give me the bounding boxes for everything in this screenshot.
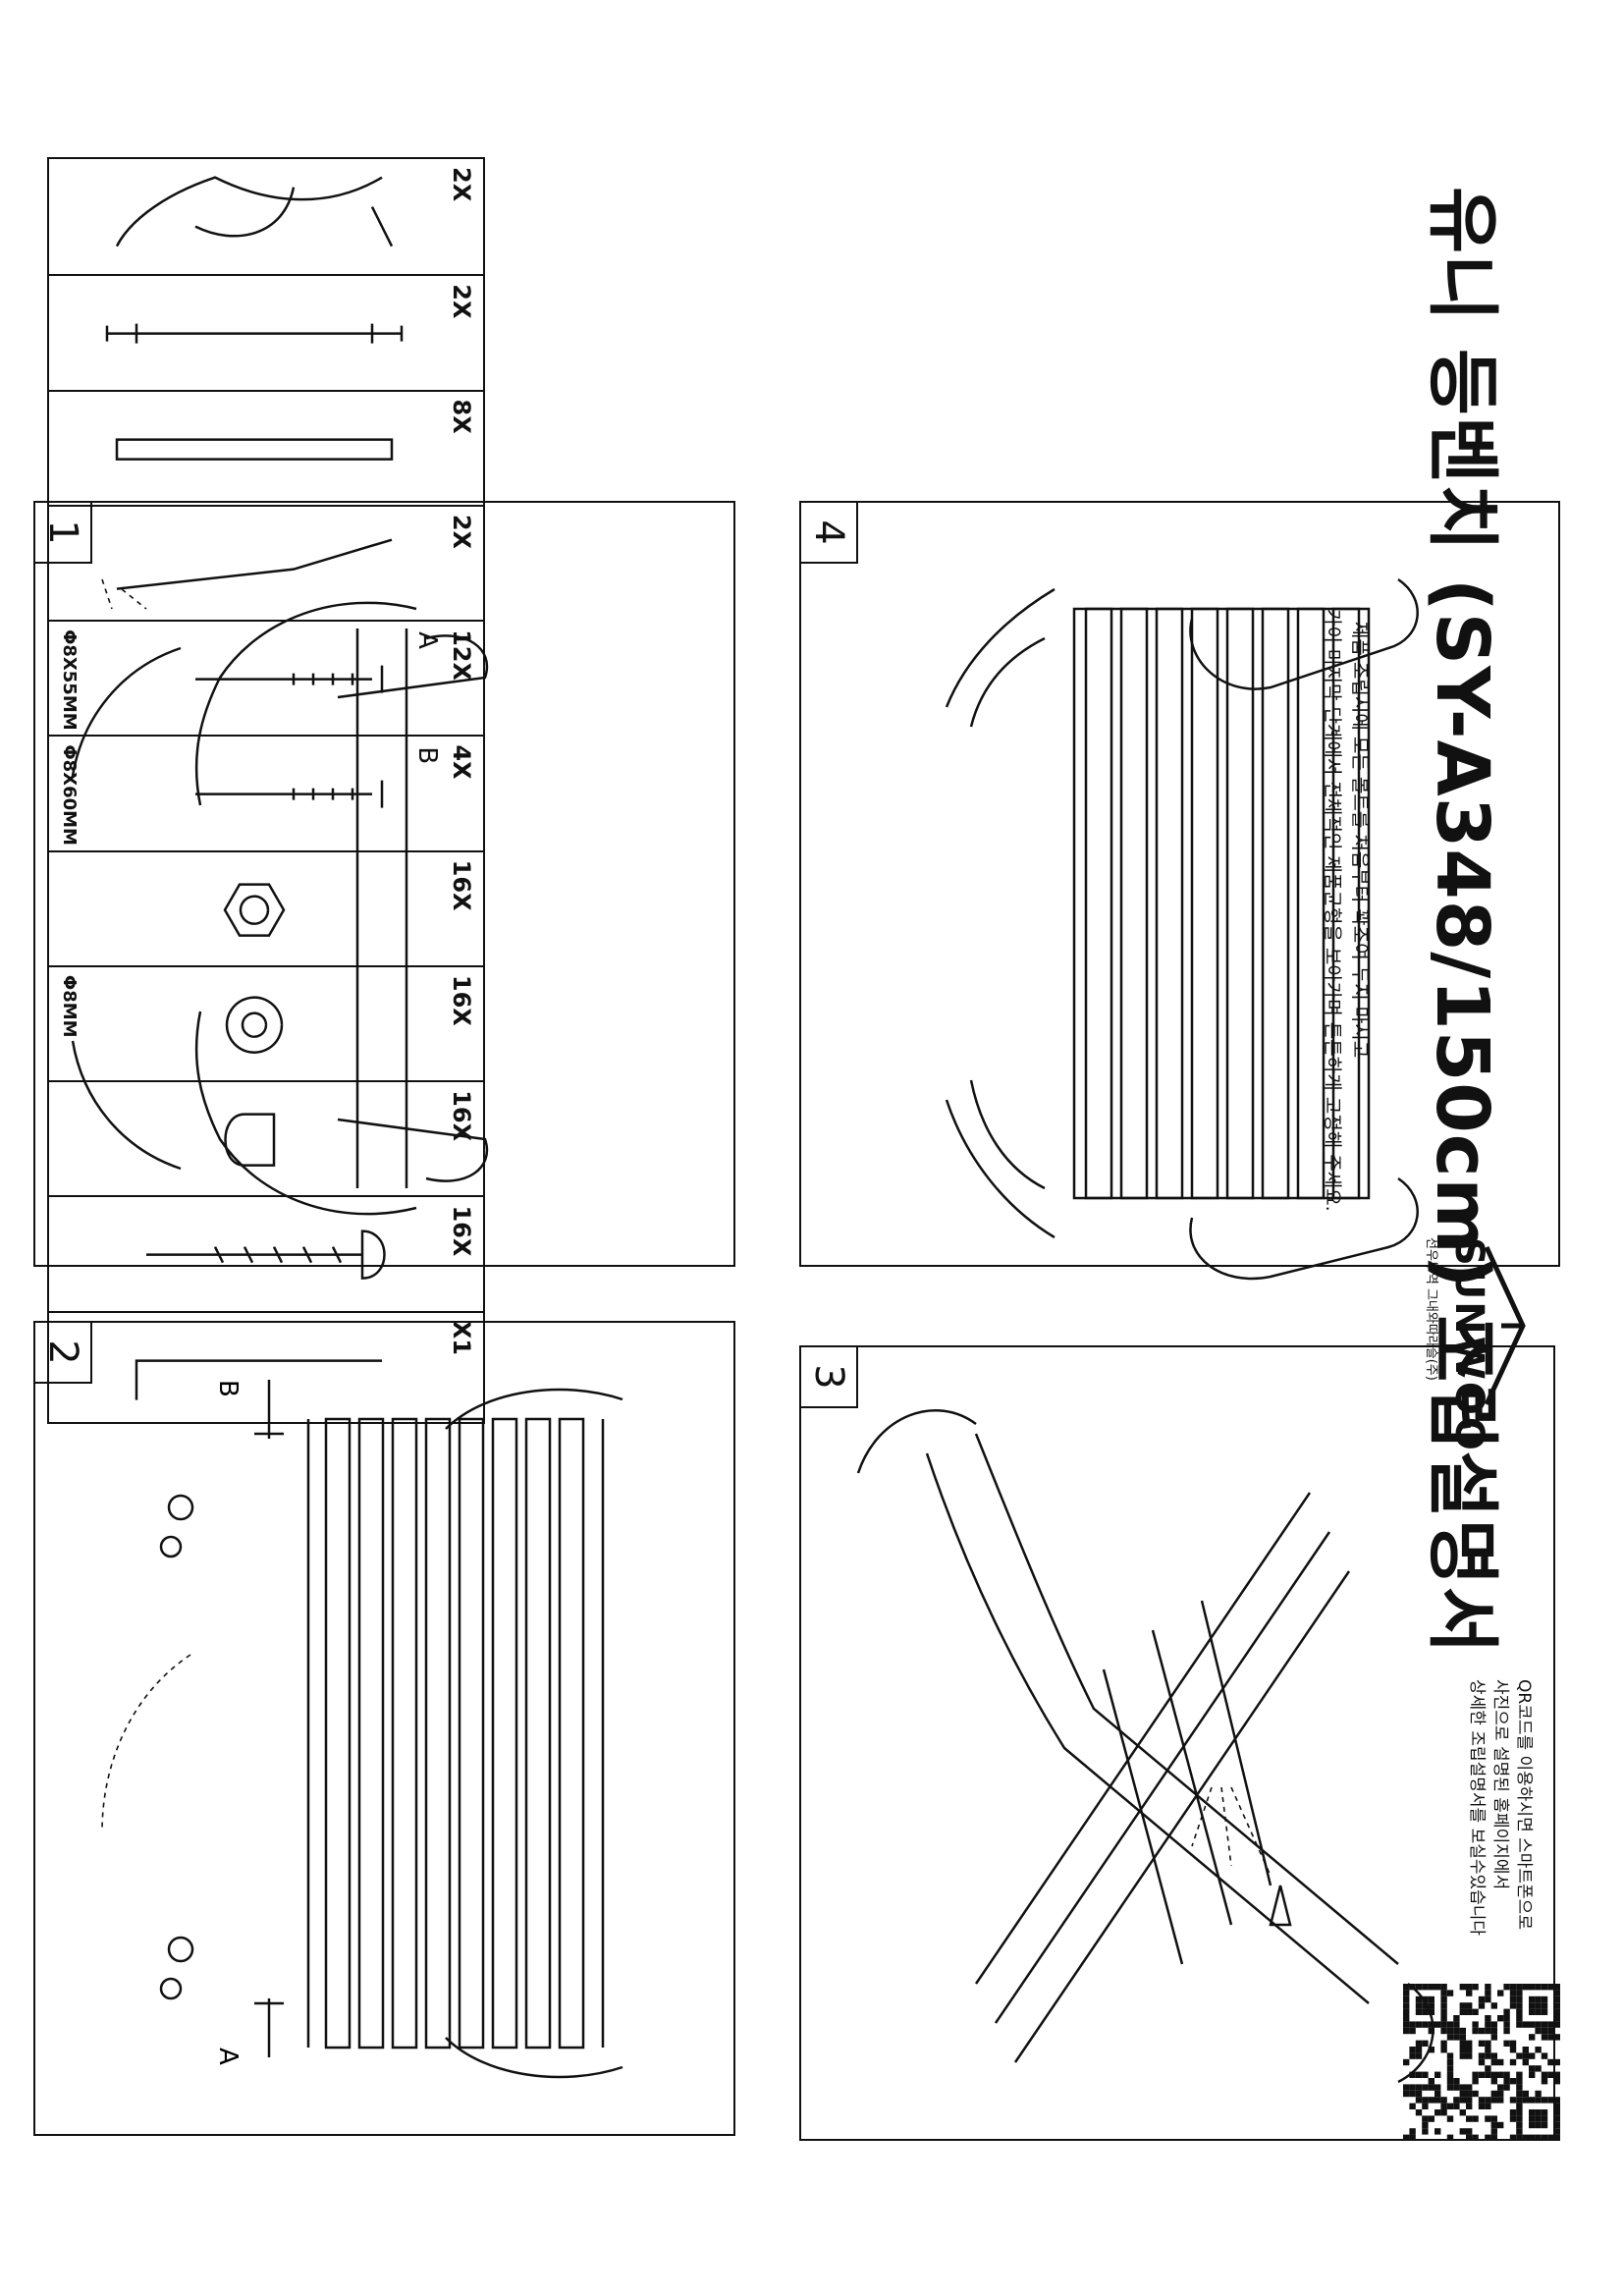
bench-slat — [1155, 607, 1184, 1200]
bolt-icon — [195, 665, 384, 693]
step-2-slats-illustration: A B — [101, 1380, 623, 2079]
step-1-frame-illustration — [71, 578, 489, 1216]
logo-roof-icon — [1484, 1245, 1526, 1406]
qr-code[interactable] — [1402, 1984, 1560, 2142]
qr-code-icon — [1402, 1984, 1560, 2142]
seat-slat — [491, 1417, 518, 2050]
part-column: 16X — [49, 1195, 483, 1311]
seat-slat — [424, 1417, 452, 2050]
seat-slat — [524, 1417, 552, 2050]
bolt-a-label: A — [213, 2048, 243, 2065]
part-column: 2X — [49, 159, 483, 274]
seat-slat — [391, 1417, 418, 2050]
sunwoo-logo: SUNWOO 선우무역 그내와따라슬(주) — [1413, 1208, 1541, 1452]
bench-leg-icon — [115, 176, 394, 247]
bench-slat — [1331, 607, 1361, 1200]
bench-slat — [1261, 607, 1290, 1200]
wood-screw-icon — [146, 1230, 386, 1281]
seat-slat — [357, 1417, 385, 2050]
hex-nut-icon — [223, 883, 286, 937]
seat-slat — [458, 1417, 485, 2050]
part-column: 2X — [49, 274, 483, 390]
part-column: 8X — [49, 389, 483, 505]
bench-slat — [1225, 607, 1255, 1200]
seat-slat — [558, 1417, 585, 2050]
part-column: 16X — [49, 1080, 483, 1196]
bench-slat — [1296, 607, 1326, 1200]
tie-rod-icon — [105, 323, 404, 344]
bench-slat — [1190, 607, 1219, 1200]
washer-icon — [225, 996, 284, 1054]
bench-slat — [1119, 607, 1149, 1200]
part-column: 16X — [49, 849, 483, 965]
step-3-backrest-illustration — [856, 1409, 1435, 2084]
bench-slat — [1084, 607, 1113, 1200]
support-bar-icon — [116, 538, 393, 590]
part-column: X1 — [49, 1310, 483, 1426]
seat-slat — [324, 1417, 352, 2050]
bolt-icon — [195, 780, 384, 808]
hex-key-icon — [135, 1359, 382, 1400]
step-4-bench-illustration — [945, 577, 1419, 1281]
part-column: 2X — [49, 504, 483, 621]
bolt-b-label: B — [213, 1380, 243, 1397]
cap-nut-icon — [224, 1113, 276, 1168]
wood-slat-icon — [115, 437, 394, 461]
